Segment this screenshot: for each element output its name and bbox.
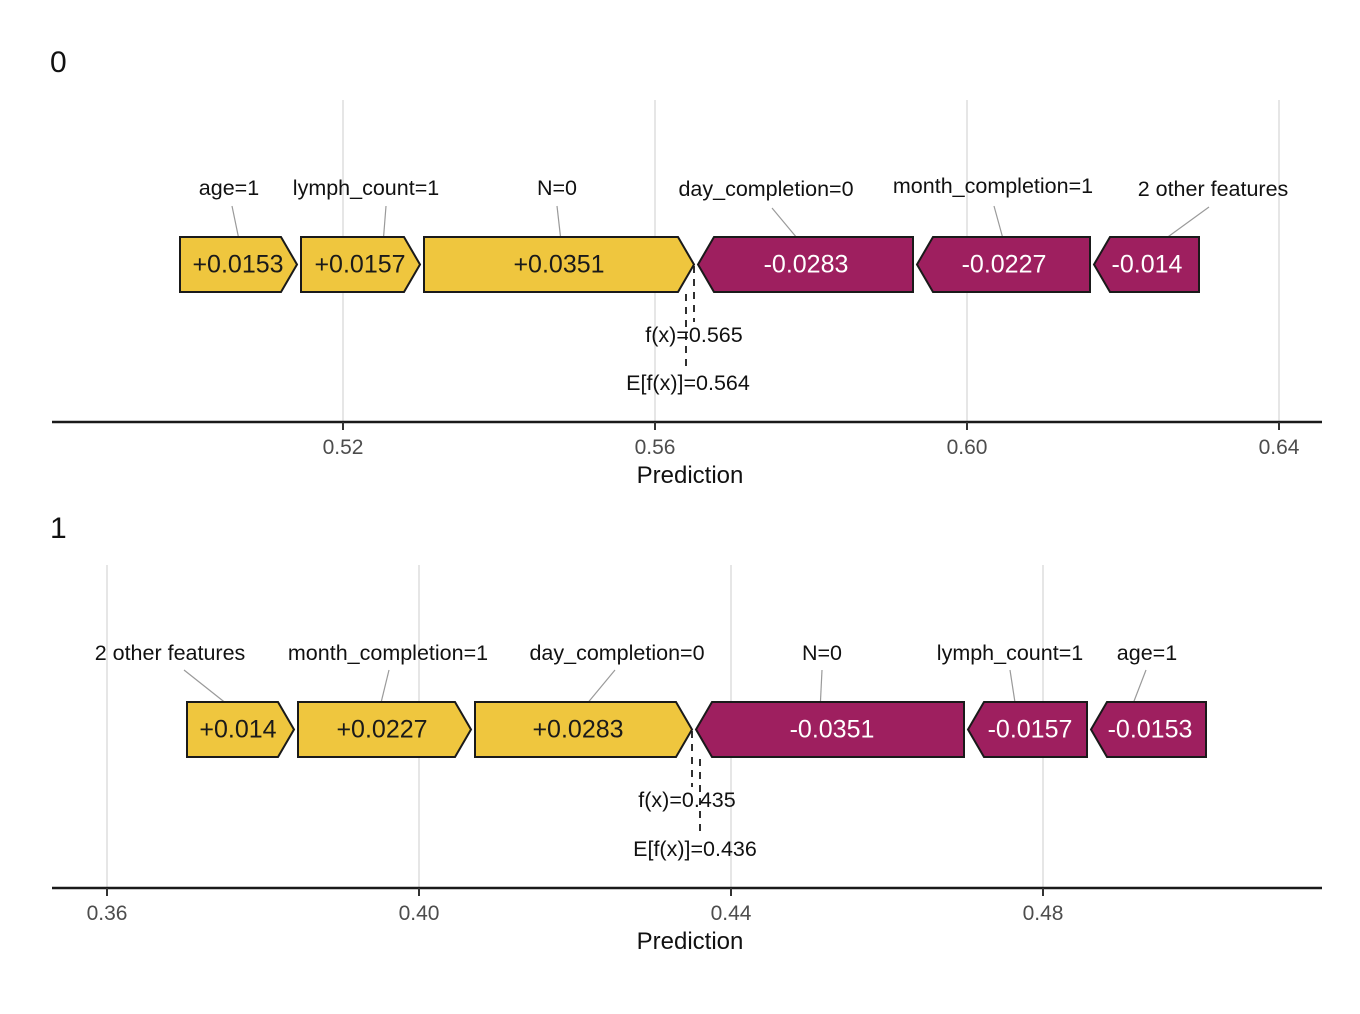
shap-value: -0.0157 [987,715,1073,744]
shap-value: -0.0283 [763,250,849,279]
panel0-axis [52,420,1322,430]
x-tick-label: 0.64 [1258,436,1300,459]
feature-label: lymph_count=1 [292,176,440,200]
feature-label: N=0 [801,641,843,665]
force-arrow-negative [696,236,914,293]
panel1-arrows [186,701,1207,758]
shap-value: +0.0351 [513,250,605,279]
feature-label: day_completion=0 [678,177,854,201]
x-axis-title: Prediction [636,928,744,955]
force-arrow-negative [694,701,965,758]
efx-annotation: E[f(x)]=0.564 [626,371,750,395]
x-tick-label: 0.40 [398,902,440,925]
feature-label: N=0 [536,176,578,200]
shap-value: +0.0153 [192,250,284,279]
shap-value: +0.0227 [336,715,428,744]
panel0-dashed-lines [685,266,695,368]
feature-label: age=1 [1116,641,1178,665]
shap-value: -0.0351 [789,715,875,744]
panel1-title: 1 [50,512,67,545]
x-tick-label: 0.60 [946,436,988,459]
feature-label: 2 other features [94,641,246,665]
x-tick-label: 0.52 [322,436,364,459]
fx-annotation: f(x)=0.435 [638,788,736,812]
x-tick-label: 0.44 [710,902,752,925]
shap-value: +0.0157 [314,250,406,279]
panel0-title: 0 [50,46,67,79]
shap-value: -0.0153 [1107,715,1193,744]
force-arrow-positive [297,701,473,758]
panel0-arrows [179,236,1200,293]
force-arrow-negative [966,701,1088,758]
shap-value: -0.0227 [961,250,1047,279]
x-axis-title: Prediction [636,462,744,489]
shap-value: +0.014 [199,715,277,744]
force-arrow-positive [423,236,696,293]
x-tick-label: 0.36 [86,902,128,925]
force-arrow-negative [915,236,1091,293]
feature-label: 2 other features [1137,177,1289,201]
x-tick-label: 0.48 [1022,902,1064,925]
force-arrow-negative [1092,236,1200,293]
shap-value: -0.014 [1111,250,1183,279]
shap-value: +0.0283 [532,715,624,744]
efx-annotation: E[f(x)]=0.436 [633,837,757,861]
feature-label: month_completion=1 [287,641,489,665]
force-arrow-positive [474,701,694,758]
feature-label: day_completion=0 [529,641,705,665]
feature-label: lymph_count=1 [936,641,1084,665]
panel1-axis [52,886,1322,896]
force-arrow-positive [186,701,296,758]
feature-label: month_completion=1 [892,174,1094,198]
force-arrow-positive [179,236,299,293]
force-arrow-positive [300,236,422,293]
feature-label: age=1 [198,176,260,200]
x-tick-label: 0.56 [634,436,676,459]
force-arrow-negative [1089,701,1207,758]
fx-annotation: f(x)=0.565 [645,323,743,347]
panel1-dashed-lines [691,731,701,833]
